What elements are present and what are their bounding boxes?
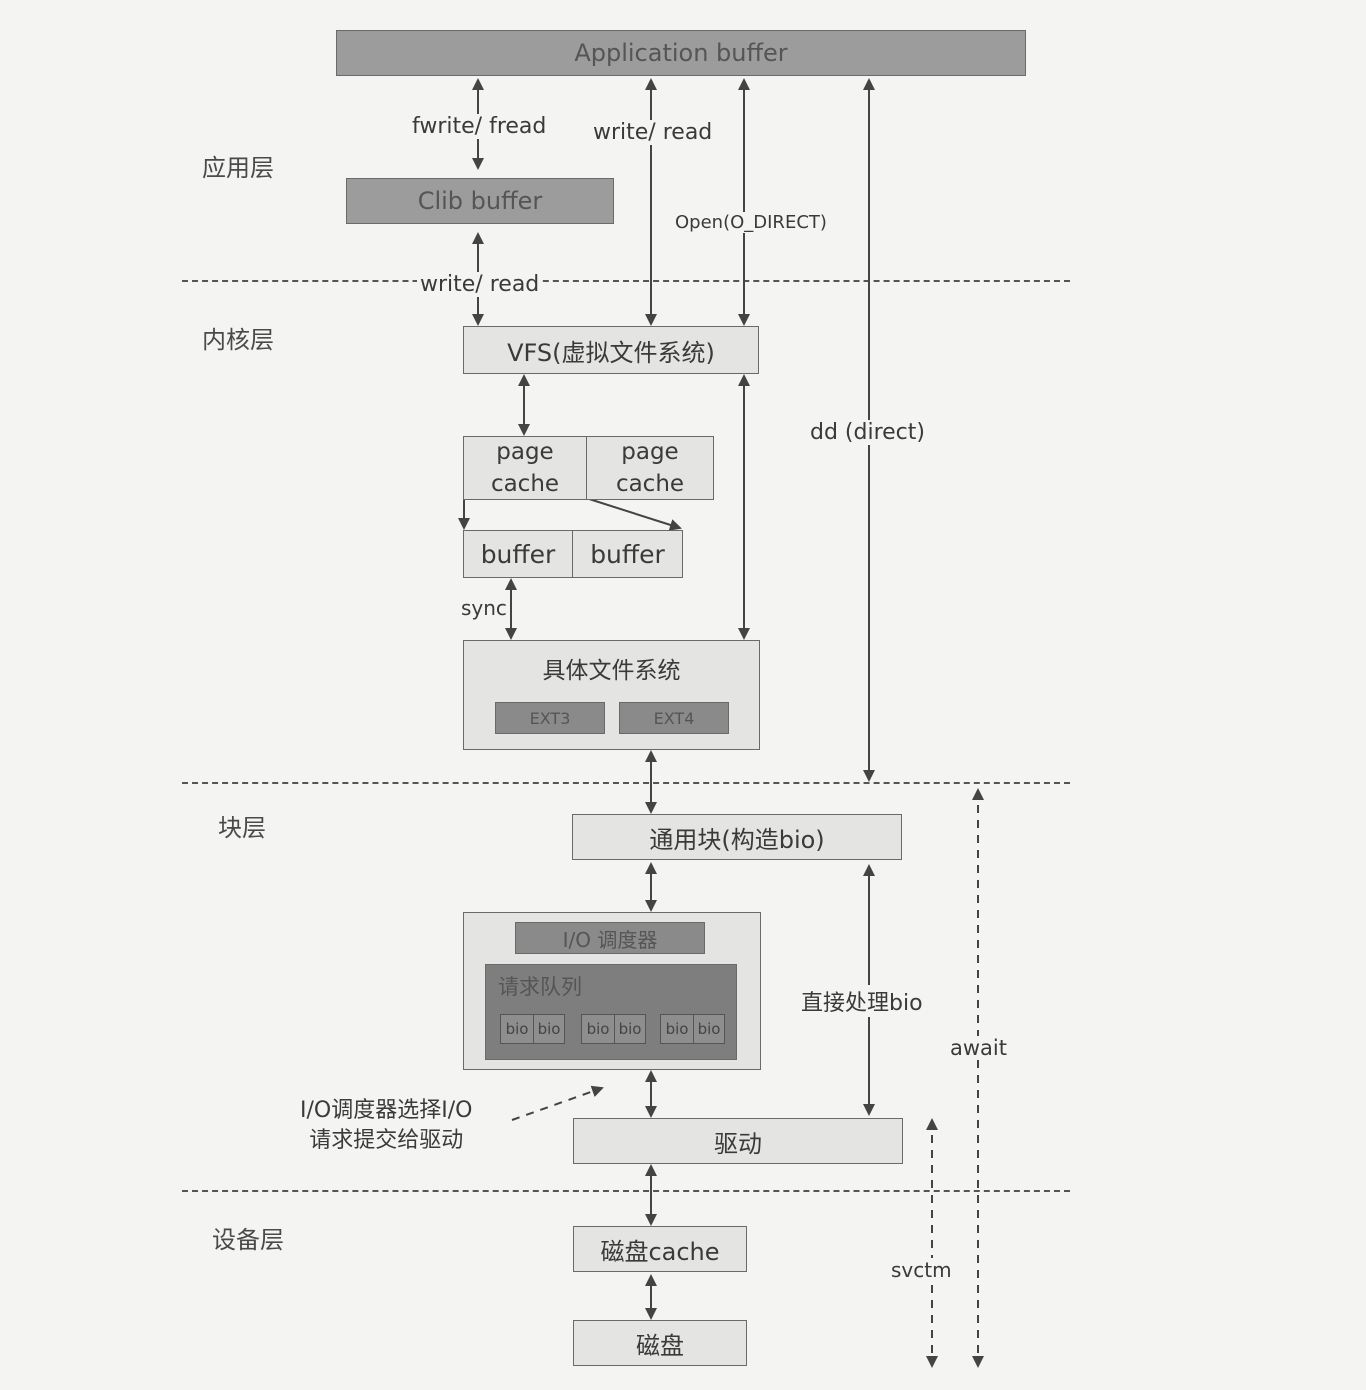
disk-box: 磁盘: [573, 1320, 747, 1366]
buffer-2-label: buffer: [590, 539, 665, 569]
separator-kernel-block: [182, 782, 1070, 784]
request-queue-box: 请求队列: [485, 964, 737, 1060]
page-cache-1: page cache: [463, 436, 587, 500]
ext4-box: EXT4: [619, 702, 729, 734]
edge-label-fwrite-fread: fwrite/ fread: [409, 114, 550, 139]
disk-cache-box: 磁盘cache: [573, 1226, 747, 1272]
layer-label-device: 设备层: [212, 1226, 284, 1254]
bio-cell: bio: [693, 1014, 725, 1044]
page-cache-2-label: page cache: [615, 439, 685, 497]
bio-cell: bio: [500, 1014, 534, 1044]
clib-buffer: Clib buffer: [346, 178, 614, 224]
buffer-2: buffer: [572, 530, 683, 578]
application-buffer-label: Application buffer: [574, 39, 788, 67]
arrow-scheduler-note: [511, 1085, 604, 1121]
ext3-box: EXT3: [495, 702, 605, 734]
edge-label-write-read-upper: write/ read: [590, 120, 716, 145]
edge-label-sync: sync: [461, 596, 507, 620]
driver-box: 驱动: [573, 1118, 903, 1164]
page-cache-1-label: page cache: [490, 439, 560, 497]
io-scheduler-box: I/O 调度器: [515, 922, 705, 954]
layer-label-kernel: 内核层: [202, 326, 274, 354]
edge-label-await: await: [947, 1036, 1010, 1060]
request-queue-label: 请求队列: [498, 975, 582, 999]
disk-cache-label: 磁盘cache: [600, 1237, 720, 1266]
edge-label-svctm: svctm: [888, 1258, 955, 1282]
clib-buffer-label: Clib buffer: [417, 187, 543, 215]
edge-label-write-read-lower: write/ read: [417, 272, 543, 297]
filesystem-label: 具体文件系统: [542, 658, 681, 684]
vfs-label: VFS(虚拟文件系统): [507, 338, 715, 367]
arrow-pagecache-buffer-2: [585, 497, 682, 531]
io-scheduler-label: I/O 调度器: [562, 927, 658, 952]
buffer-1: buffer: [463, 530, 573, 578]
driver-label: 驱动: [714, 1129, 762, 1158]
separator-block-device: [182, 1190, 1070, 1192]
layer-label-block: 块层: [218, 814, 266, 842]
vfs-box: VFS(虚拟文件系统): [463, 326, 759, 374]
bio-cell: bio: [581, 1014, 615, 1044]
buffer-1-label: buffer: [480, 539, 556, 569]
separator-app-kernel: [182, 280, 1070, 282]
application-buffer: Application buffer: [336, 30, 1026, 76]
bio-cell: bio: [660, 1014, 694, 1044]
generic-block-label: 通用块(构造bio): [649, 825, 825, 854]
page-cache-2: page cache: [586, 436, 714, 500]
edge-label-open-direct: Open(O_DIRECT): [672, 212, 830, 233]
generic-block-box: 通用块(构造bio): [572, 814, 902, 860]
scheduler-note: I/O调度器选择I/O 请求提交给驱动: [300, 1098, 473, 1153]
bio-cell: bio: [614, 1014, 646, 1044]
disk-label: 磁盘: [636, 1331, 684, 1360]
ext3-label: EXT3: [529, 708, 571, 728]
edge-label-direct-bio: 直接处理bio: [798, 985, 926, 1017]
bio-cell: bio: [533, 1014, 565, 1044]
ext4-label: EXT4: [653, 708, 695, 728]
layer-label-app: 应用层: [202, 154, 274, 182]
edge-label-dd-direct: dd (direct): [807, 420, 928, 445]
